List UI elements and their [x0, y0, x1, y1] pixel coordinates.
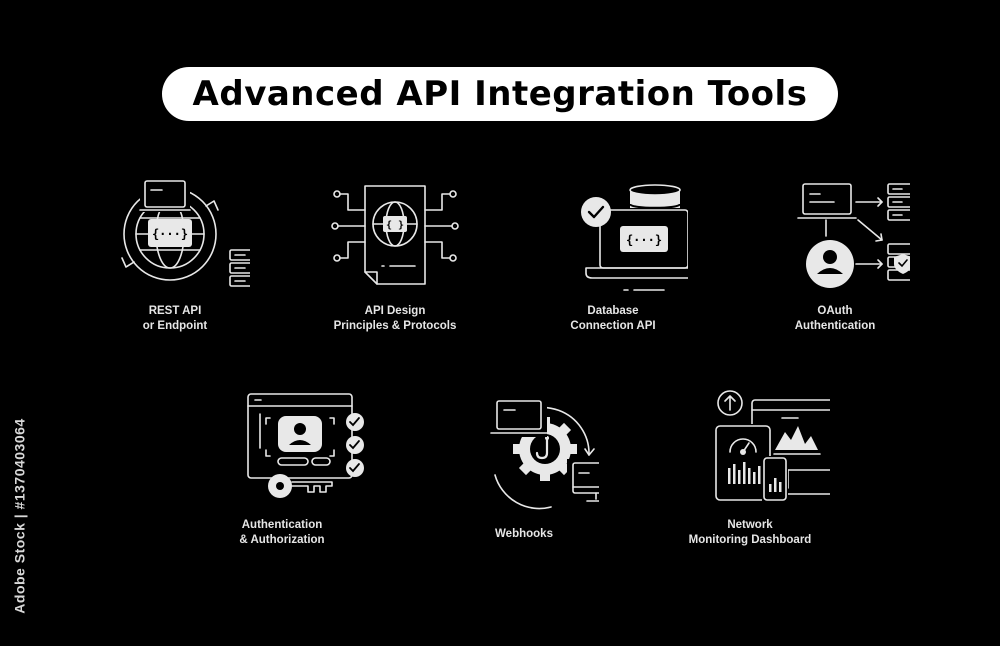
globe-laptop-server-icon: {···} [121, 178, 250, 296]
tile-rest-api: {···} REST API or Endpoint [65, 172, 285, 334]
dashboard-monitor-icon [712, 390, 830, 504]
tile-auth: Authentication & Authorization [172, 388, 392, 548]
stock-id-watermark: Adobe Stock | #1370403064 [12, 418, 29, 614]
tile-database: {···} Database Connection API [503, 180, 723, 334]
key-icon [268, 474, 333, 498]
tile-oauth: OAuth Authentication [725, 178, 945, 334]
label-oauth: OAuth Authentication [794, 305, 876, 332]
profile-key-checklist-icon [247, 393, 364, 498]
title-banner: Advanced API Integration Tools [162, 67, 838, 121]
laptop-database-check-icon: {···} [581, 184, 688, 291]
svg-text:{ }: { } [386, 220, 404, 231]
tile-webhooks: Webhooks [414, 395, 634, 542]
document-globe-circuit-icon: { } [331, 185, 459, 285]
label-auth: Authentication & Authorization [239, 519, 325, 546]
tile-network: Network Monitoring Dashboard [640, 388, 860, 548]
label-network: Network Monitoring Dashboard [688, 519, 812, 546]
check-icon [581, 197, 611, 227]
label-database: Database Connection API [570, 305, 656, 332]
svg-text:{···}: {···} [626, 233, 662, 247]
label-rest-api: REST API or Endpoint [142, 305, 208, 332]
shield-icon [894, 254, 910, 274]
upload-icon [717, 390, 743, 416]
gear-hook-devices-icon [489, 399, 599, 510]
label-api-design: API Design Principles & Protocols [333, 305, 457, 332]
page-title: Advanced API Integration Tools [192, 74, 808, 114]
tile-api-design: { } API Design Principles & Protocols [285, 180, 505, 334]
svg-text:{···}: {···} [152, 227, 188, 241]
label-webhooks: Webhooks [495, 528, 553, 540]
user-server-shield-icon [797, 183, 910, 288]
